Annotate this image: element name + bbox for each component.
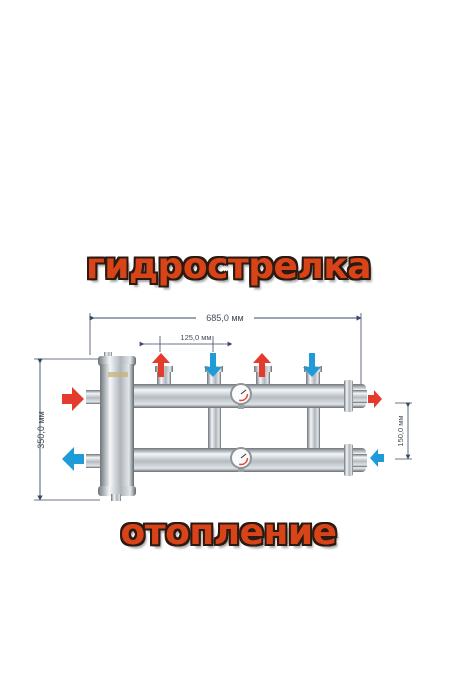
dimension-pipe-spacing: 125,0 мм [139,333,233,352]
arrow-up-red-icon [152,353,170,377]
dimension-height: 350,0 мм [34,358,100,501]
dimension-pipe-distance: 150,0 мм [395,402,412,460]
arrow-left-blue-icon [370,449,384,467]
dimension-total-width-label: 685,0 мм [206,313,243,323]
title-heating: отопление [120,512,338,553]
arrow-down-blue-icon [303,353,321,377]
dimension-pipe-spacing-label: 125,0 мм [180,333,211,342]
title-hydro-separator: гидрострелка [85,246,372,287]
dimension-pipe-distance-label: 150,0 мм [396,415,405,446]
arrow-up-red-icon [253,353,271,377]
arrow-right-red-icon [62,387,84,411]
pressure-gauge-top [230,383,252,409]
arrow-down-blue-icon [204,353,222,377]
hydraulic-separator-column [98,352,136,501]
dimension-total-width: 685,0 мм [89,310,362,395]
arrow-right-red-icon [368,390,382,408]
arrow-left-blue-icon [62,447,84,471]
dimension-height-label: 350,0 мм [36,411,46,448]
header-connectors [208,405,320,451]
pressure-gauge-bottom [230,447,252,472]
